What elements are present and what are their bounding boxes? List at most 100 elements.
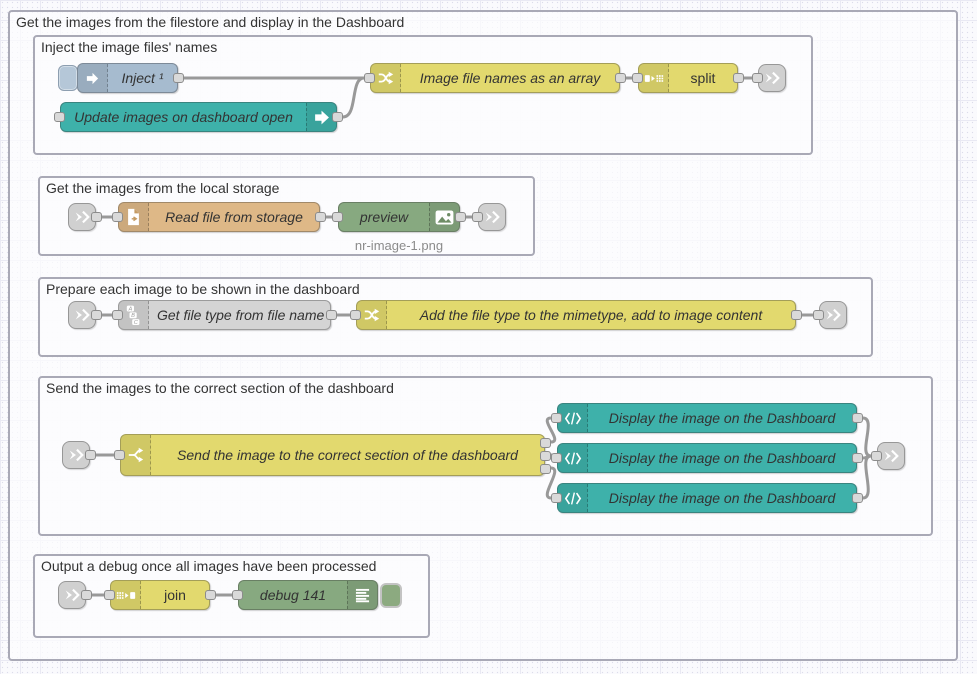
node-label: Inject ¹: [121, 70, 164, 86]
join-icon: [111, 581, 141, 609]
port-output[interactable]: [85, 450, 96, 460]
link-icon: [69, 448, 84, 462]
port-output[interactable]: [326, 310, 337, 320]
link-icon: [75, 210, 90, 224]
port-input[interactable]: [332, 212, 343, 222]
wire[interactable]: [341, 76, 366, 119]
node-label: Image file names as an array: [419, 70, 601, 86]
port-output[interactable]: [733, 73, 744, 83]
port-output[interactable]: [332, 112, 343, 122]
port-input[interactable]: [551, 453, 562, 463]
svg-text:A: A: [127, 306, 132, 312]
port-output-2[interactable]: [540, 451, 551, 461]
link-icon: [65, 588, 80, 602]
port-output[interactable]: [852, 493, 863, 503]
port-input[interactable]: [364, 73, 375, 83]
link-out-node[interactable]: [472, 203, 506, 231]
wire[interactable]: [861, 416, 873, 458]
port-input[interactable]: [232, 590, 243, 600]
node-status: nr-image-1.png: [354, 238, 444, 253]
link-icon: [884, 449, 899, 463]
port-output[interactable]: [205, 590, 216, 600]
node-preview[interactable]: preview: [332, 202, 466, 232]
wire[interactable]: [545, 466, 557, 500]
link-in-node[interactable]: [62, 441, 96, 469]
port-input[interactable]: [813, 310, 824, 320]
port-output[interactable]: [615, 73, 626, 83]
link-in-node[interactable]: [68, 203, 102, 231]
node-label: Update images on dashboard open: [74, 109, 293, 125]
node-label: debug 141: [259, 587, 327, 603]
port-input[interactable]: [112, 212, 123, 222]
node-label: Add the file type to the mimetype, add t…: [419, 307, 763, 323]
node-image-file-names[interactable]: Image file names as an array: [364, 63, 626, 93]
port-output[interactable]: [455, 212, 466, 222]
file-icon: [119, 203, 149, 231]
port-input[interactable]: [350, 310, 361, 320]
port-input[interactable]: [114, 450, 125, 460]
port-input[interactable]: [632, 73, 643, 83]
port-output[interactable]: [852, 413, 863, 423]
port-output[interactable]: [173, 73, 184, 83]
link-icon: [75, 308, 90, 322]
inject-trigger-button[interactable]: [58, 65, 78, 91]
node-label: split: [690, 70, 716, 86]
group-title: Output a debug once all images have been…: [41, 558, 377, 574]
port-output[interactable]: [91, 310, 102, 320]
node-display-2[interactable]: Display the image on the Dashboard: [551, 443, 863, 473]
link-icon: [765, 71, 780, 85]
debug-list-icon: [347, 581, 377, 609]
arrow-right-icon: [306, 103, 336, 131]
wire[interactable]: [545, 416, 557, 444]
node-label: Display the image on the Dashboard: [608, 490, 836, 506]
template-code-icon: [558, 484, 588, 512]
node-debug[interactable]: debug 141: [232, 580, 378, 610]
node-label: Get file type from file name: [157, 307, 325, 323]
template-code-icon: [558, 404, 588, 432]
svg-text:C: C: [133, 319, 137, 325]
group-inject[interactable]: Inject the image files' names: [33, 35, 813, 155]
node-update-images[interactable]: Update images on dashboard open: [54, 102, 343, 132]
port-output[interactable]: [852, 453, 863, 463]
port-input[interactable]: [104, 590, 115, 600]
node-split[interactable]: split: [632, 63, 744, 93]
node-get-file-type[interactable]: A B C Get file type from file name: [112, 300, 337, 330]
port-input[interactable]: [752, 73, 763, 83]
port-input[interactable]: [871, 451, 882, 461]
switch-icon: [121, 435, 151, 475]
link-out-node[interactable]: [752, 64, 786, 92]
link-in-node[interactable]: [58, 581, 92, 609]
node-inject[interactable]: Inject ¹: [77, 63, 184, 93]
node-send-image[interactable]: Send the image to the correct section of…: [114, 434, 551, 476]
node-label: Display the image on the Dashboard: [608, 410, 836, 426]
node-add-file-type[interactable]: Add the file type to the mimetype, add t…: [350, 300, 802, 330]
port-output[interactable]: [91, 212, 102, 222]
port-output[interactable]: [81, 590, 92, 600]
function-icon: [357, 301, 387, 329]
group-title: Get the images from the filestore and di…: [16, 14, 405, 30]
port-output-1[interactable]: [540, 438, 551, 448]
wire[interactable]: [861, 454, 873, 500]
debug-toggle-button[interactable]: [380, 583, 402, 608]
node-join[interactable]: join: [104, 580, 216, 610]
inject-arrow-icon: [78, 64, 108, 92]
port-input[interactable]: [54, 112, 65, 122]
node-display-3[interactable]: Display the image on the Dashboard: [551, 483, 863, 513]
node-read-file[interactable]: Read file from storage: [112, 202, 326, 232]
node-label: Send the image to the correct section of…: [177, 447, 518, 463]
port-output[interactable]: [315, 212, 326, 222]
port-output[interactable]: [791, 310, 802, 320]
port-input[interactable]: [112, 310, 123, 320]
template-code-icon: [558, 444, 588, 472]
port-output-3[interactable]: [540, 464, 551, 474]
port-input[interactable]: [551, 413, 562, 423]
port-input[interactable]: [472, 212, 483, 222]
link-out-node[interactable]: [813, 301, 847, 329]
port-input[interactable]: [551, 493, 562, 503]
link-in-node[interactable]: [68, 301, 102, 329]
svg-text:B: B: [131, 313, 135, 319]
link-out-node[interactable]: [871, 442, 905, 470]
node-label: Display the image on the Dashboard: [608, 450, 836, 466]
node-display-1[interactable]: Display the image on the Dashboard: [551, 403, 863, 433]
